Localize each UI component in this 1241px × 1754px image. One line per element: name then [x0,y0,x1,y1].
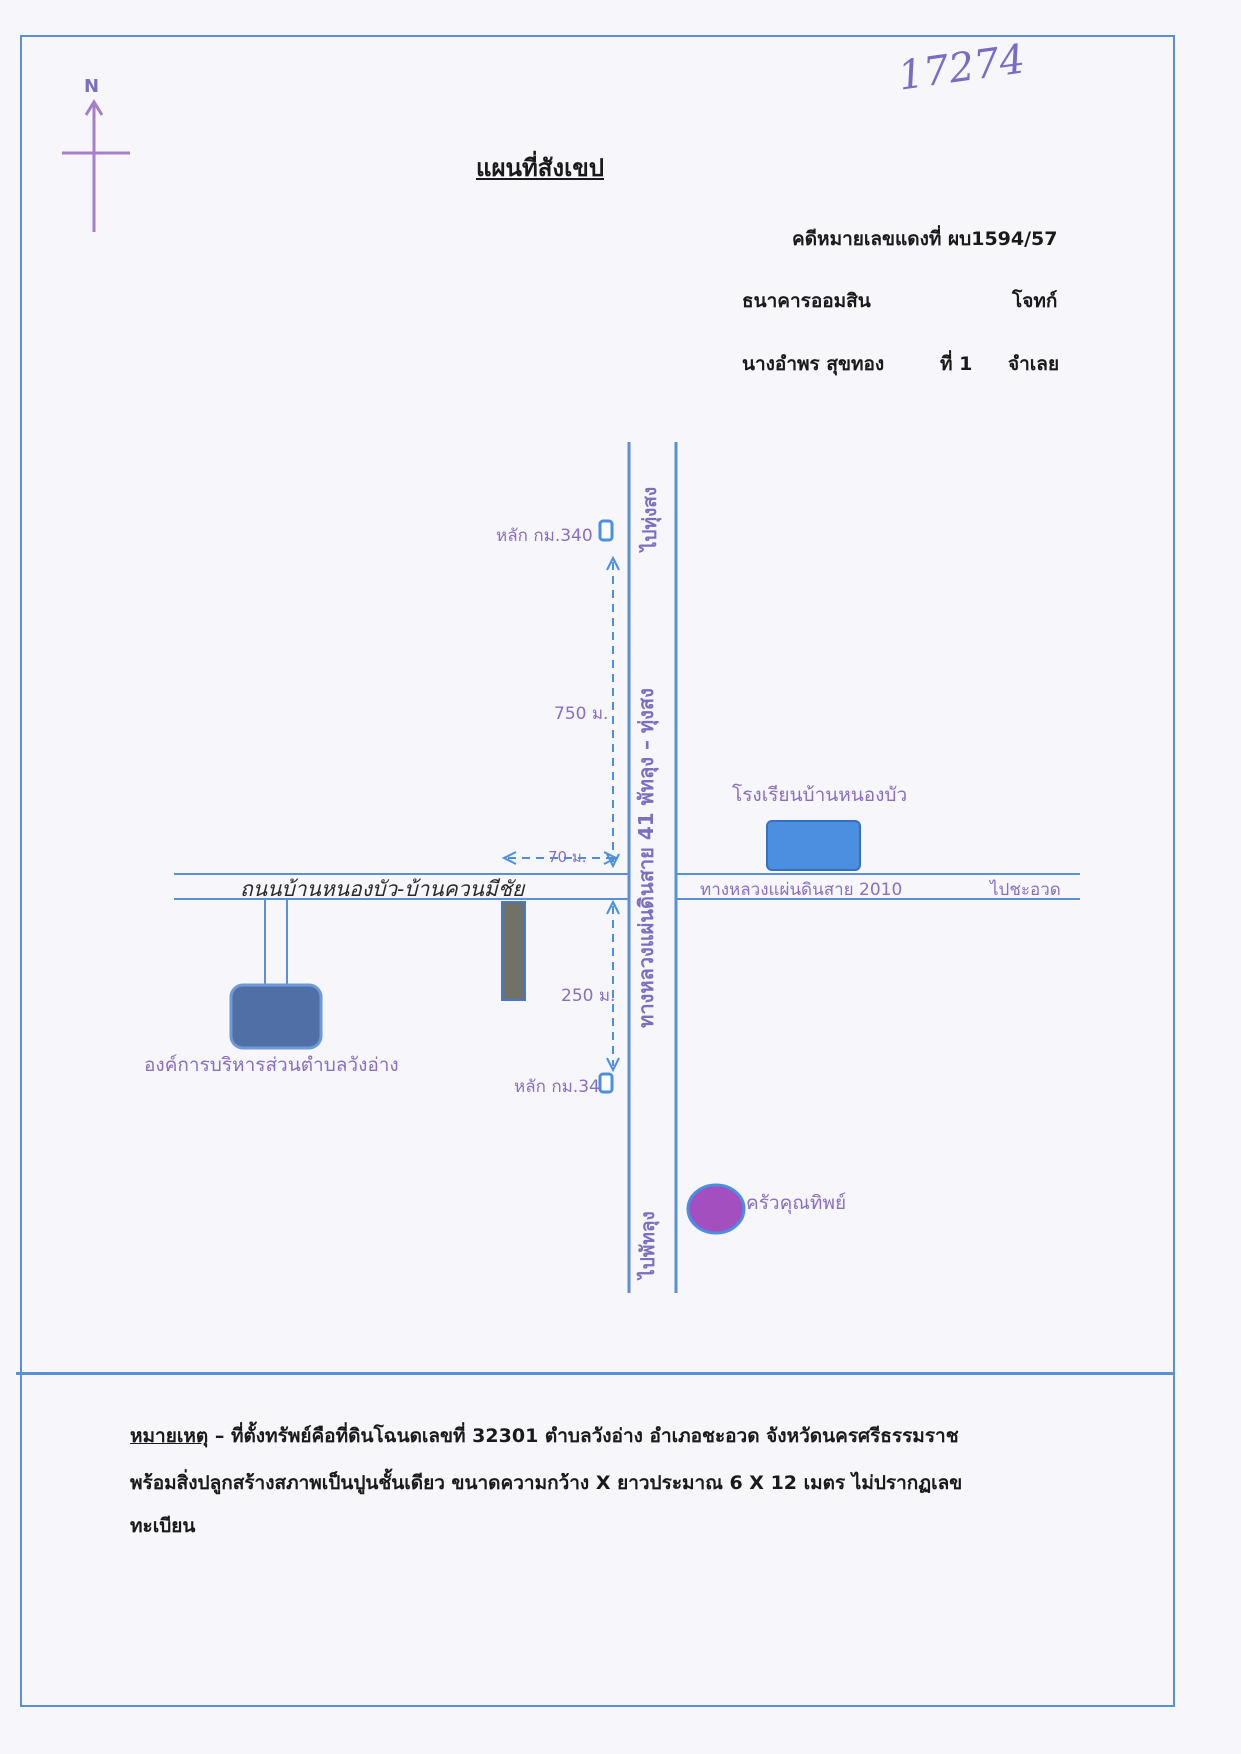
tao-building [229,983,323,1050]
remark-line-2: พร้อมสิ่งปลูกสร้างสภาพเป็นปูนชั้นเดียว ข… [130,1472,963,1494]
local-road-label: ถนนบ้านหนองบัว-บ้านควนมีชัย [240,877,525,901]
defendant-name: นางอำพร สุขทอง [742,353,885,375]
restaurant-label: ครัวคุณทิพย์ [746,1192,847,1214]
red-case-number: คดีหมายเลขแดงที่ ผบ1594/57 [792,228,1058,250]
to-thungsong-label: ไปทุ่งสง [639,486,661,552]
restaurant-marker [686,1183,746,1235]
defendant-index: ที่ 1 [940,353,973,375]
km-post-340-marker [598,519,614,542]
km-post-340-label: หลัก กม.340 [496,526,593,546]
frame-right [1173,35,1175,1707]
compass-arrow-icon [62,99,130,232]
plaintiff-name: ธนาคารออมสิน [742,290,871,312]
defendant-role: จำเลย [1008,353,1060,375]
map-remark-divider [16,1372,1175,1375]
distance-750-label: 750 ม. [554,704,609,724]
plaintiff-role: โจทก์ [1012,290,1058,312]
highway-41-label: ทางหลวงแผ่นดินสาย 41 พัทลุง – ทุ่งสง [634,688,658,1028]
tao-label: องค์การบริหารส่วนตำบลวังอ่าง [144,1054,399,1076]
property-plot [501,901,526,1001]
km-post-34-marker [598,1072,614,1094]
remark-line-3: ทะเบียน [130,1515,196,1537]
compass-north-label: N [84,76,100,97]
school-building [766,820,861,871]
frame-top [20,35,1175,37]
to-cha-uat-label: ไปชะอวด [990,880,1061,900]
frame-bottom [20,1705,1175,1707]
page-title: แผนที่สังเขป [476,154,604,182]
school-label: โรงเรียนบ้านหนองบัว [732,784,908,806]
highway-2010-label: ทางหลวงแผ่นดินสาย 2010 [700,880,903,900]
frame-left [20,35,22,1707]
remark-label: หมายเหตุ [130,1425,209,1447]
remark-line-1-text: – ที่ตั้งทรัพย์คือที่ดินโฉนดเลขที่ 32301… [208,1425,959,1447]
km-post-34-label: หลัก กม.34 [514,1077,600,1097]
remark-line-1: หมายเหตุ – ที่ตั้งทรัพย์คือที่ดินโฉนดเลข… [130,1421,959,1451]
to-phatthalung-label: ไปพัทลุง [637,1211,659,1279]
distance-70-label: 70 ม. [548,848,587,866]
distance-250-label: 250 ม. [561,986,616,1006]
